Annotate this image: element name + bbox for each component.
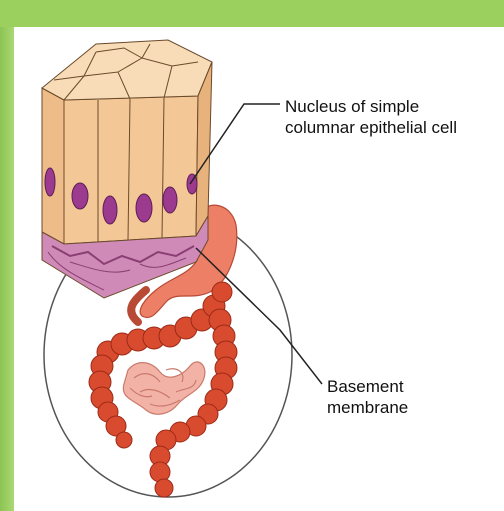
basement-label-line2: membrane: [327, 397, 447, 418]
nucleus-label-line1: Nucleus of simple: [285, 96, 500, 117]
nucleus-label: Nucleus of simple columnar epithelial ce…: [285, 96, 500, 138]
epithelium-block: [42, 40, 212, 298]
basement-membrane-label: Basement membrane: [327, 376, 447, 418]
nucleus-label-line2: columnar epithelial cell: [285, 117, 500, 138]
small-intestine: [123, 362, 205, 414]
basement-label-line1: Basement: [327, 376, 447, 397]
